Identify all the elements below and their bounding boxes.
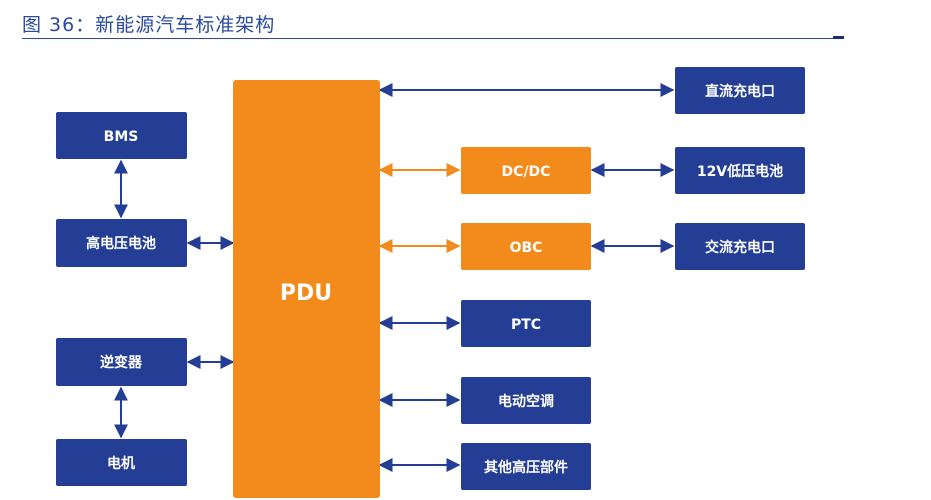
connectors (114, 83, 675, 472)
node-ptc-label: PTC (511, 317, 541, 333)
node-obc-label: OBC (510, 240, 543, 256)
node-other-hv: 其他高压部件 (461, 443, 591, 490)
node-battery-label: 高电压电池 (86, 235, 156, 252)
title-rule-end (833, 36, 844, 39)
node-inverter: 逆变器 (56, 338, 187, 386)
node-inverter-label: 逆变器 (100, 354, 143, 371)
node-battery: 高电压电池 (56, 219, 187, 267)
node-dc-charge-label: 直流充电口 (705, 83, 775, 100)
node-dcdc: DC/DC (461, 147, 591, 194)
node-bms: BMS (56, 112, 187, 159)
node-lv-battery: 12V低压电池 (675, 147, 805, 194)
node-motor-label: 电机 (107, 455, 135, 472)
node-motor: 电机 (56, 439, 187, 486)
node-ac-label: 电动空调 (498, 393, 554, 410)
node-lv-battery-label: 12V低压电池 (697, 163, 783, 180)
node-pdu: PDU (233, 80, 380, 498)
node-ac-charge: 交流充电口 (675, 223, 805, 270)
node-other-hv-label: 其他高压部件 (484, 459, 568, 476)
node-pdu-label: PDU (280, 281, 332, 306)
node-bms-label: BMS (104, 129, 139, 145)
node-dc-charge: 直流充电口 (675, 67, 805, 114)
title-rule (22, 38, 844, 39)
node-dcdc-label: DC/DC (502, 164, 551, 180)
node-ptc: PTC (461, 300, 591, 347)
node-ac-charge-label: 交流充电口 (705, 239, 775, 256)
figure-title: 图 36：新能源汽车标准架构 (22, 14, 276, 36)
node-obc: OBC (461, 223, 591, 270)
node-ac: 电动空调 (461, 377, 591, 424)
